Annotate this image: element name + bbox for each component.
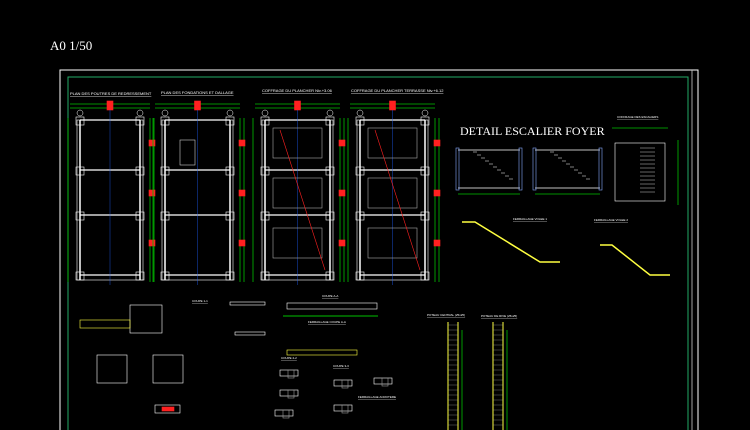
slab-hatch	[272, 177, 323, 209]
title-poteau-rive: POTEAU DE RIVE (25x25)	[481, 314, 517, 318]
column	[598, 147, 603, 191]
column	[532, 147, 537, 191]
detail-slab	[229, 301, 266, 306]
slab-hatch	[367, 227, 418, 259]
dimension-text-mark	[148, 189, 156, 197]
detail-slab	[234, 331, 266, 336]
scale-label: A0 1/50	[50, 38, 93, 53]
slab-hatch	[272, 127, 323, 159]
title-coupe-11: COUPE 1-1	[192, 299, 208, 303]
beam-section-core	[381, 377, 389, 387]
dimension-text-mark	[106, 100, 114, 111]
beam-section	[279, 389, 299, 397]
axis-bubble	[136, 109, 144, 117]
dimension-text-mark	[433, 239, 441, 247]
dimension-text-mark	[238, 189, 246, 197]
beam-section-core	[282, 409, 290, 419]
detail-block-mark	[161, 406, 175, 412]
beam-section-core	[341, 379, 349, 389]
rebar-flight-1	[462, 221, 560, 263]
title-ferraillage-acrotere: FERRAILLAGE ACROTERE	[358, 395, 396, 399]
section-line	[279, 129, 326, 271]
outer-frame	[59, 69, 699, 430]
title-plan-poutres: PLAN DES POUTRES DE REDRESSEMENT	[70, 91, 152, 96]
section-line	[374, 129, 421, 271]
dimension-text-mark	[433, 139, 441, 147]
title-ferraillage-volee2: FERRAILLAGE VOLEE 2	[594, 218, 628, 222]
dimension-text-mark	[433, 189, 441, 197]
axis-bubble	[76, 109, 84, 117]
title-coffrage-terrasse: COFFRAGE DU PLANCHER TERRASSE Niv.+6.12	[351, 88, 444, 93]
title-ferraillage-volee1: FERRAILLAGE VOLEE 1	[513, 217, 547, 221]
ferraillage-beam	[286, 349, 358, 356]
dimension-text-mark	[389, 100, 396, 111]
axis-bubble	[356, 109, 364, 117]
beam-section-core	[287, 369, 295, 379]
axis-bubble	[421, 109, 429, 117]
title-coupe-aa: COUPE A-A	[322, 294, 338, 298]
footing-section	[79, 319, 131, 329]
slab-hatch	[367, 177, 418, 209]
footing-detail	[96, 354, 128, 384]
dimension-text-mark	[338, 189, 346, 197]
title-coffrage-escalier: COFFRAGE DES ESCALIERS	[617, 115, 658, 119]
axis-bubble	[261, 109, 269, 117]
slab-hatch	[367, 127, 418, 159]
dimension-text-mark	[338, 139, 346, 147]
hatched-area	[179, 139, 196, 166]
dimension-text-mark	[238, 239, 246, 247]
coupe-aa-beam	[286, 302, 378, 310]
column	[455, 147, 460, 191]
title-coupe-22: COUPE 2-2	[281, 356, 297, 360]
dimension-text-mark	[294, 100, 301, 111]
dimension-text-mark	[148, 139, 156, 147]
slab-hatch	[272, 227, 323, 259]
title-coupe-33: COUPE 3-3	[333, 364, 349, 368]
axis-bubble	[161, 109, 169, 117]
footing-detail	[129, 304, 163, 334]
beam-section	[333, 379, 353, 387]
title-poteau-central: POTEAU CENTRAL (25x25)	[427, 313, 465, 317]
detail-block	[154, 404, 181, 414]
axis-bubble	[326, 109, 334, 117]
column	[518, 147, 523, 191]
dimension-text-mark	[194, 100, 201, 111]
beam-section	[279, 369, 299, 377]
beam-section	[333, 404, 353, 412]
beam-section-core	[341, 404, 349, 414]
beam-section	[274, 409, 294, 417]
beam-section	[373, 377, 393, 385]
axis-bubble	[226, 109, 234, 117]
footing-detail	[152, 354, 184, 384]
dimension-text-mark	[238, 139, 246, 147]
dimension-text-mark	[148, 239, 156, 247]
stair-plan-outline	[614, 142, 666, 202]
title-coffrage-306: COFFRAGE DU PLANCHER Niv.+3.06	[262, 88, 333, 93]
beam-section-core	[287, 389, 295, 399]
title-detail-escalier: DETAIL ESCALIER FOYER	[460, 124, 605, 138]
title-ferraillage-coupe-aa: FERRAILLAGE COUPE A-A	[308, 320, 346, 324]
title-plan-fondations: PLAN DES FONDATIONS ET DALLAGE	[161, 90, 234, 95]
dimension-text-mark	[338, 239, 346, 247]
rebar-flight-2	[600, 244, 670, 276]
